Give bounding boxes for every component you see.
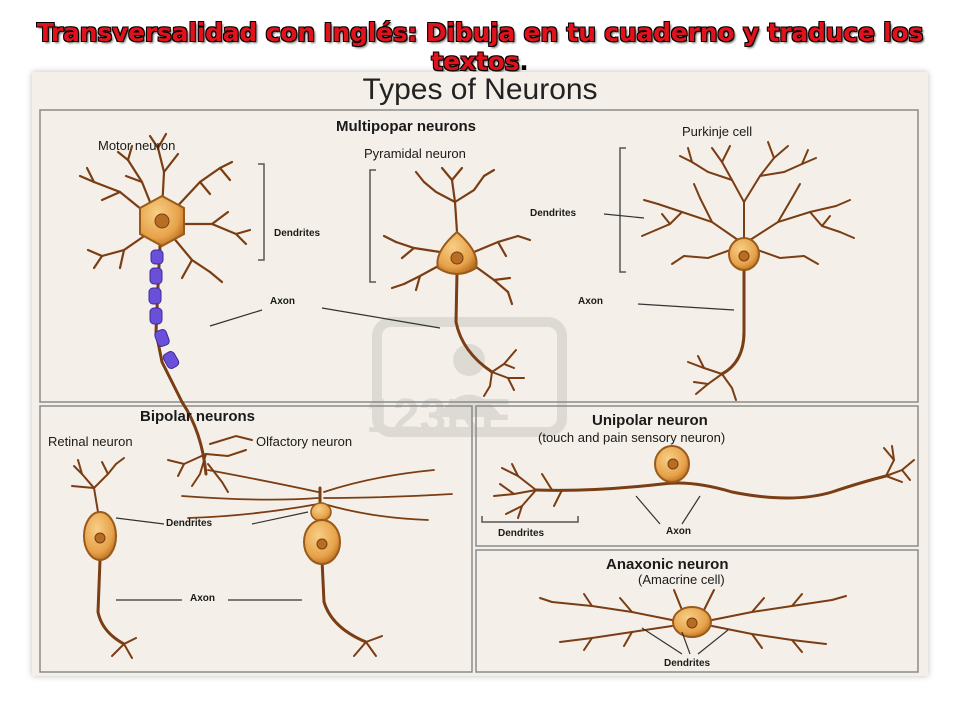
pyramidal-soma	[436, 230, 478, 275]
unipolar-dendrites-label: Dendrites	[498, 528, 545, 539]
purkinje-dendrites-label: Dendrites	[530, 208, 577, 219]
anaxonic-neuron	[539, 589, 847, 653]
pyramidal-neuron	[382, 166, 532, 397]
retinal-neuron-label: Retinal neuron	[48, 434, 133, 449]
unipolar-neuron	[493, 445, 915, 519]
purkinje-dendrites-bracket	[619, 147, 626, 273]
bipolar-pointers	[115, 511, 309, 601]
unipolar-subheading: (touch and pain sensory neuron)	[538, 430, 726, 445]
motor-neuron	[78, 132, 253, 493]
watermark-text: 123RF	[366, 390, 510, 443]
unipolar-axon-label: Axon	[666, 526, 691, 537]
olfactory-neuron	[181, 469, 453, 657]
poster-title: Types of Neurons	[362, 73, 598, 106]
anaxonic-subheading: (Amacrine cell)	[638, 572, 725, 587]
banner-period: .	[519, 47, 529, 76]
retinal-neuron	[71, 457, 137, 659]
unipolar-panel	[475, 405, 919, 547]
bipolar-axon-label: Axon	[190, 593, 215, 604]
unipolar-soma	[654, 445, 690, 483]
purkinje-axon-label: Axon	[578, 296, 603, 307]
purkinje-cell-label: Purkinje cell	[682, 124, 753, 139]
bipolar-dendrites-label: Dendrites	[166, 518, 213, 529]
purkinje-dendrites-pointer	[603, 213, 645, 219]
pyramidal-neuron-label: Pyramidal neuron	[364, 146, 466, 161]
watermark: 123RF	[366, 317, 567, 443]
pyramidal-axon-pointer	[321, 307, 441, 329]
anaxonic-heading: Anaxonic neuron	[606, 556, 729, 573]
multipolar-heading: Multipopar neurons	[336, 118, 476, 135]
bipolar-panel	[39, 405, 473, 673]
purkinje-axon-pointer	[637, 303, 735, 311]
purkinje-cell	[641, 141, 855, 401]
olfactory-neuron-label: Olfactory neuron	[256, 434, 353, 449]
unipolar-dendrites-bracket	[481, 516, 579, 523]
axon-label: Axon	[270, 296, 295, 307]
banner-title: Transversalidad con Inglés: Dibuja en tu…	[0, 18, 960, 76]
olfactory-soma	[303, 502, 341, 565]
neuron-poster: 123RF	[32, 72, 928, 676]
anaxonic-dendrites-label: Dendrites	[664, 658, 711, 669]
multipolar-panel	[39, 109, 919, 403]
purkinje-soma	[728, 237, 760, 271]
anaxonic-soma	[672, 606, 712, 638]
unipolar-axon-pointers	[635, 495, 701, 525]
motor-soma	[139, 194, 185, 248]
motor-dendrites-label: Dendrites	[274, 228, 321, 239]
bipolar-heading: Bipolar neurons	[140, 408, 256, 425]
retinal-soma	[83, 511, 117, 561]
neuron-diagram: 123RF	[39, 109, 919, 673]
pyramidal-dendrites-bracket	[369, 169, 376, 283]
motor-myelin	[148, 249, 180, 369]
motor-dendrites-bracket	[258, 163, 265, 261]
anaxonic-dendrite-pointers	[641, 627, 729, 655]
motor-axon-pointer	[209, 309, 263, 327]
motor-neuron-label: Motor neuron	[98, 138, 176, 153]
banner-text: Transversalidad con Inglés: Dibuja en tu…	[36, 18, 924, 76]
anaxonic-panel	[475, 549, 919, 673]
unipolar-heading: Unipolar neuron	[592, 412, 708, 429]
